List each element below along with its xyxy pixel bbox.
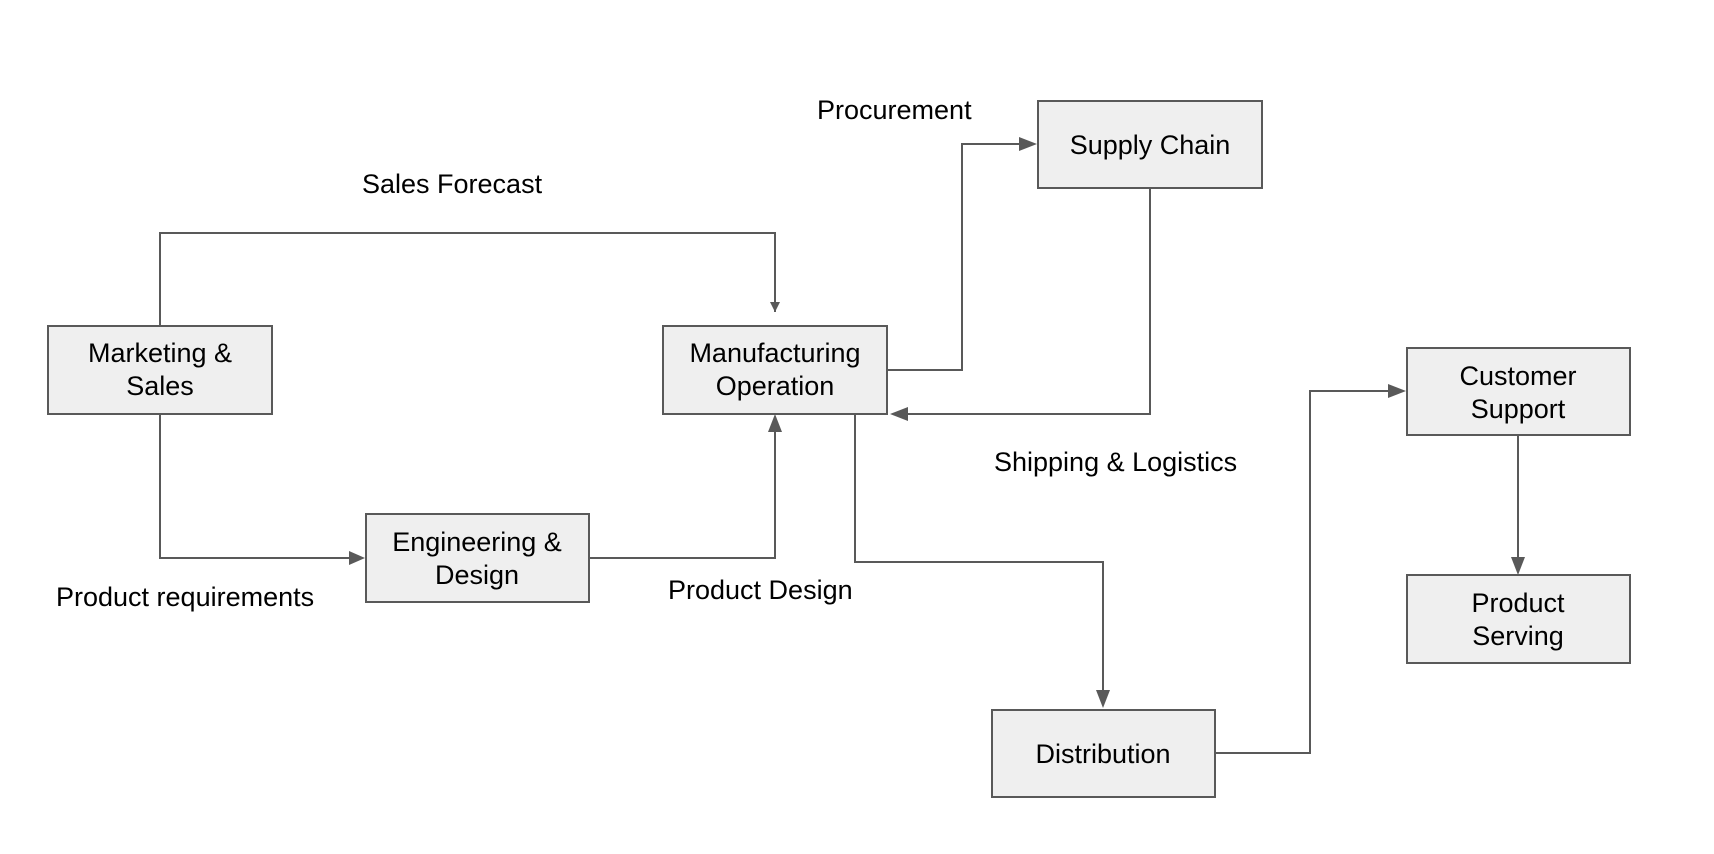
node-engineering-design[interactable]: Engineering & Design — [365, 513, 590, 603]
node-label-line: Supply Chain — [1070, 130, 1231, 160]
edge-label-sales-forecast: Sales Forecast — [362, 169, 543, 199]
edge-engineering-to-manufacturing — [589, 414, 782, 559]
node-distribution[interactable]: Distribution — [991, 709, 1216, 798]
node-label-line: Serving — [1472, 621, 1564, 651]
node-customer-support[interactable]: Customer Support — [1406, 347, 1631, 436]
node-supply-chain[interactable]: Supply Chain — [1037, 100, 1263, 189]
node-label-line: Sales — [126, 371, 194, 401]
node-label-line: Engineering & — [392, 527, 562, 557]
edge-manufacturing-to-supply-chain — [886, 137, 1037, 371]
edge-label-procurement: Procurement — [817, 95, 972, 125]
edge-label-product-requirements: Product requirements — [56, 582, 314, 612]
node-label-line: Operation — [716, 371, 835, 401]
edge-distribution-to-customer-support — [1215, 384, 1406, 754]
edge-customer-support-to-product-serving — [1511, 435, 1525, 575]
node-label-line: Customer — [1459, 361, 1576, 391]
edge-marketing-to-engineering — [159, 414, 365, 565]
edge-label-shipping-logistics: Shipping & Logistics — [994, 447, 1237, 477]
node-label-line: Manufacturing — [689, 338, 860, 368]
edge-supply-chain-to-manufacturing — [890, 188, 1151, 421]
node-label-line: Distribution — [1035, 739, 1170, 769]
node-product-serving[interactable]: Product Serving — [1406, 574, 1631, 664]
node-label-line: Product — [1471, 588, 1565, 618]
node-label-line: Design — [435, 560, 519, 590]
node-label-line: Support — [1471, 394, 1566, 424]
edge-manufacturing-to-distribution — [854, 414, 1110, 708]
node-marketing-sales[interactable]: Marketing & Sales — [47, 325, 273, 415]
edge-marketing-to-manufacturing — [159, 232, 780, 326]
node-label-line: Marketing & — [88, 338, 232, 368]
node-manufacturing-operation[interactable]: Manufacturing Operation — [662, 325, 888, 415]
edge-label-product-design: Product Design — [668, 575, 853, 605]
